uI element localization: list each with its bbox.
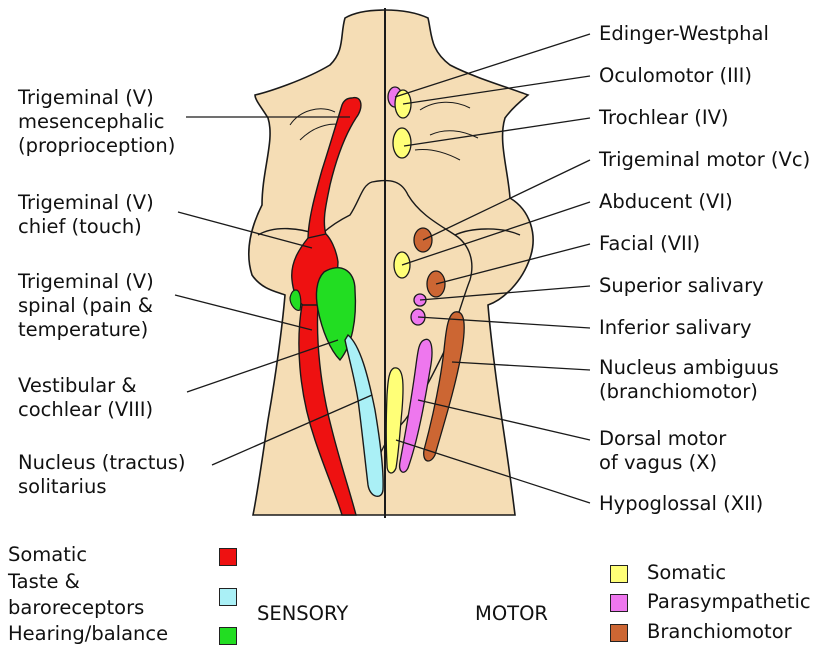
hypoglossal-nucleus <box>385 367 404 474</box>
legend-motor-parasympathetic: Parasympathetic <box>647 590 811 613</box>
leader-spinal <box>174 294 313 331</box>
cerebellar-peduncle-right-contour <box>454 228 521 236</box>
label-line: Nucleus (tractus) <box>18 451 186 474</box>
label-trigeminal-mesencephalic: Trigeminal (V) mesencephalic (propriocep… <box>18 86 175 158</box>
leader-superior-salivary <box>419 285 591 301</box>
label-hypoglossal: Hypoglossal (XII) <box>599 492 764 515</box>
label-line: Nucleus ambiguus <box>599 356 779 379</box>
label-line: cochlear (VIII) <box>18 398 154 421</box>
label-line: mesencephalic <box>18 110 165 133</box>
dorsal-motor-vagus-nucleus <box>398 338 433 473</box>
label-edinger-westphal: Edinger-Westphal <box>599 22 769 45</box>
legend-sensory-hearing: Hearing/balance <box>8 622 169 645</box>
leader-hypoglossal <box>395 439 591 504</box>
vestibular-cochlear-nucleus-lateral <box>289 289 302 311</box>
legend-sensory-baroreceptors: baroreceptors <box>8 596 145 619</box>
label-trigeminal-motor: Trigeminal motor (Vc) <box>599 148 811 171</box>
leader-chief <box>177 211 313 249</box>
solitary-nucleus <box>344 333 384 497</box>
label-vestibular-cochlear: Vestibular & cochlear (VIII) <box>18 374 153 422</box>
legend-heading-sensory: SENSORY <box>257 602 349 625</box>
legend-motor-somatic: Somatic <box>647 561 727 584</box>
label-abducent: Abducent (VI) <box>599 190 733 213</box>
label-line: Trigeminal (V) <box>18 270 154 293</box>
midbrain-line-4 <box>429 130 479 139</box>
midbrain-line-3 <box>419 101 471 111</box>
swatch-branchiomotor <box>610 624 628 642</box>
leader-edinger <box>394 33 591 98</box>
leader-vestibular <box>186 339 339 393</box>
midbrain-line-5 <box>414 149 461 161</box>
leader-ambiguus <box>451 361 591 371</box>
label-line: Trigeminal (V) <box>18 191 154 214</box>
legend-sensory-somatic: Somatic <box>8 543 88 566</box>
label-trigeminal-spinal: Trigeminal (V) spinal (pain & temperatur… <box>18 270 154 342</box>
label-facial: Facial (VII) <box>599 232 701 255</box>
label-line: (branchiomotor) <box>599 380 758 403</box>
leader-oculomotor <box>402 75 591 105</box>
label-line: temperature) <box>18 318 149 341</box>
label-line: Vestibular & <box>18 374 137 397</box>
swatch-somatic-motor <box>610 565 628 583</box>
label-line: chief (touch) <box>18 215 142 238</box>
label-inferior-salivary: Inferior salivary <box>599 316 752 339</box>
label-line: Dorsal motor <box>599 427 727 450</box>
label-trochlear: Trochlear (IV) <box>599 106 729 129</box>
label-oculomotor: Oculomotor (III) <box>599 64 752 87</box>
label-line: (proprioception) <box>18 134 176 157</box>
vestibular-cochlear-nucleus <box>315 267 357 362</box>
trochlear-nucleus <box>392 127 412 159</box>
leader-inferior-salivary <box>417 316 591 329</box>
leader-abducent <box>401 201 591 266</box>
label-nucleus-ambiguus: Nucleus ambiguus (branchiomotor) <box>599 356 779 404</box>
label-nucleus-solitarius: Nucleus (tractus) solitarius <box>18 451 186 499</box>
legend-heading-motor: MOTOR <box>475 602 548 625</box>
leader-facial <box>435 243 591 285</box>
label-line: spinal (pain & <box>18 294 153 317</box>
label-dorsal-motor-vagus: Dorsal motor of vagus (X) <box>599 427 726 475</box>
trigeminal-spinal-nucleus <box>298 304 357 516</box>
label-line: of vagus (X) <box>599 451 718 474</box>
label-line: solitarius <box>18 475 107 498</box>
label-trigeminal-chief: Trigeminal (V) chief (touch) <box>18 191 154 239</box>
nucleus-ambiguus <box>423 311 465 462</box>
swatch-somatic-sensory <box>219 548 237 566</box>
legend-motor-branchiomotor: Branchiomotor <box>647 620 792 643</box>
leader-trochlear <box>403 117 591 147</box>
label-superior-salivary: Superior salivary <box>599 274 764 297</box>
label-line: Trigeminal (V) <box>18 86 154 109</box>
legend-sensory-taste: Taste & <box>8 570 80 593</box>
swatch-hearing <box>219 627 237 645</box>
leader-trigeminal-motor <box>422 159 591 241</box>
swatch-taste <box>219 588 237 606</box>
leader-dorsal-vagus <box>417 399 591 441</box>
leader-solitarius <box>211 394 373 466</box>
midbrain-line-1 <box>289 108 336 126</box>
swatch-parasympathetic <box>610 594 628 612</box>
